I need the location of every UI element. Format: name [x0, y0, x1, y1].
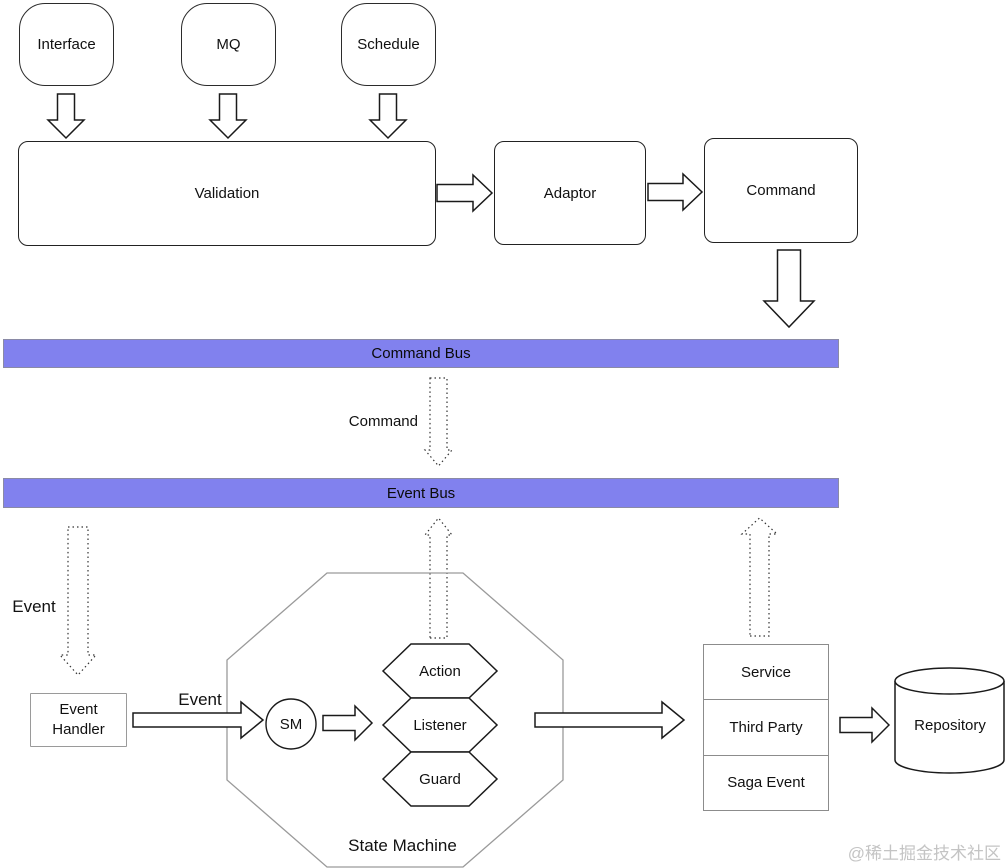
- listener-hexagon-label: Listener: [413, 716, 467, 734]
- arrow-schedule-to-validation: [368, 93, 408, 140]
- command-label: Command: [746, 182, 816, 199]
- third-party-row: Third Party: [704, 699, 828, 755]
- event-flow-label-handler: Event: [178, 690, 222, 709]
- mq-box: MQ: [181, 3, 276, 86]
- state-machine-title: State Machine: [348, 836, 457, 855]
- repository-label: Repository: [914, 716, 986, 734]
- services-stack: Service Third Party Saga Event: [703, 644, 829, 811]
- action-hexagon-label: Action: [419, 662, 461, 680]
- guard-hexagon-label: Guard: [419, 770, 461, 788]
- arrow-mq-to-validation: [208, 93, 248, 140]
- dotted-arrow-command-bus-to-event-bus: [423, 377, 454, 467]
- schedule-label: Schedule: [357, 36, 420, 53]
- arrow-state-machine-to-service: [534, 700, 686, 740]
- repository-cylinder: [894, 681, 1005, 774]
- adaptor-label: Adaptor: [543, 184, 597, 202]
- event-bus-label: Event Bus: [386, 484, 456, 502]
- command-bus-bar: Command Bus: [3, 339, 839, 368]
- event-handler-box: Event Handler: [30, 693, 127, 747]
- interface-label: Interface: [37, 36, 96, 53]
- validation-label: Validation: [194, 185, 260, 202]
- arrow-sm-to-hexagons: [322, 704, 374, 742]
- state-machine-octagon: [226, 572, 564, 868]
- validation-box: Validation: [18, 141, 436, 246]
- service-row: Service: [740, 663, 792, 681]
- event-flow-label-left: Event: [12, 597, 56, 616]
- interface-box: Interface: [19, 3, 114, 86]
- dotted-arrow-event-bus-to-event-handler: [58, 526, 98, 676]
- arrow-adaptor-to-command: [647, 172, 704, 212]
- sm-circle-shape: [265, 698, 317, 750]
- command-bus-label: Command Bus: [371, 345, 471, 362]
- repository-cylinder-top: [894, 667, 1005, 695]
- guard-hexagon: [381, 751, 499, 807]
- event-handler-label-line1: Event: [59, 701, 98, 719]
- arrow-command-to-command-bus: [762, 249, 816, 329]
- dotted-arrow-action-to-event-bus: [423, 517, 454, 639]
- adaptor-box: Adaptor: [494, 141, 646, 245]
- event-bus-bar: Event Bus: [3, 478, 839, 508]
- arrow-interface-to-validation: [46, 93, 86, 140]
- schedule-box: Schedule: [341, 3, 436, 86]
- arrow-third-party-to-repository: [839, 706, 891, 744]
- watermark: @稀土掘金技术社区: [847, 844, 1001, 863]
- command-box: Command: [704, 138, 858, 243]
- arrow-validation-to-adaptor: [436, 173, 494, 213]
- command-flow-label: Command: [348, 412, 418, 430]
- dotted-arrow-service-to-event-bus: [740, 517, 779, 637]
- arrow-event-handler-to-sm: [132, 700, 265, 740]
- mq-label: MQ: [216, 36, 241, 53]
- sm-circle-label: SM: [279, 715, 303, 733]
- saga-event-row: Saga Event: [704, 755, 828, 809]
- event-handler-label-line2: Handler: [52, 721, 105, 738]
